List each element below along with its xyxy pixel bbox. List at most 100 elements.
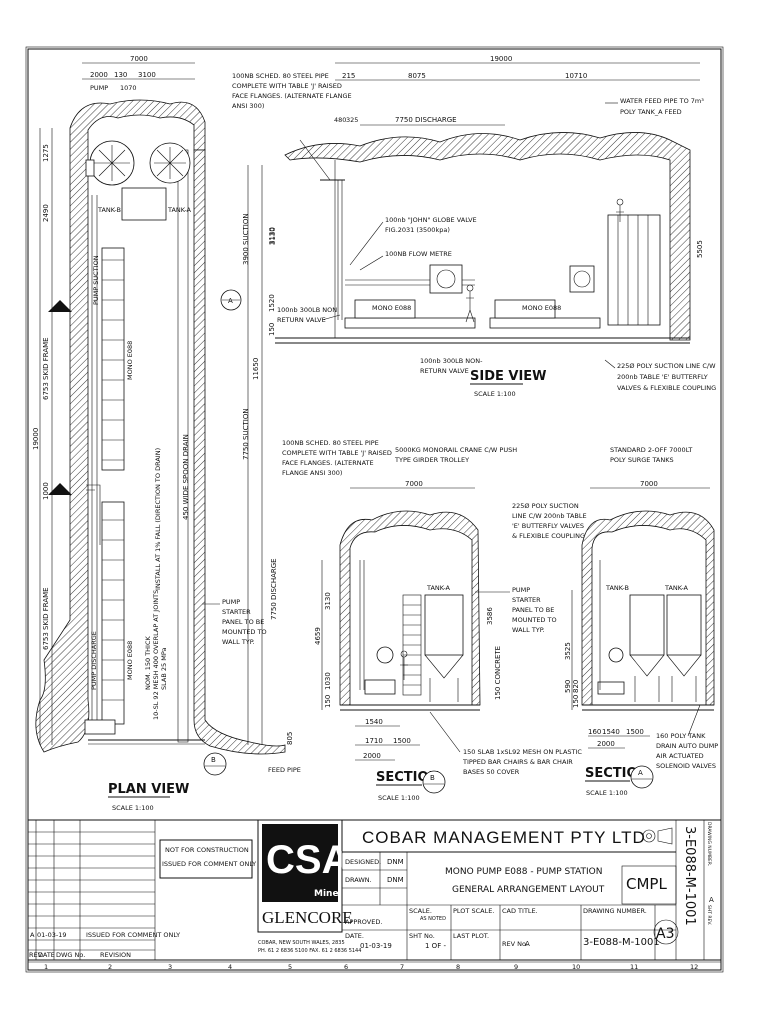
plan-feed-pipe: FEED PIPE	[268, 766, 301, 774]
plan-pump-label: PUMP	[90, 84, 108, 92]
plan-left-dim: 6753 SKID FRAME	[42, 337, 50, 400]
side-pipe-note-4: ANSI 300)	[232, 102, 264, 110]
secb-starter-note-5: WALL TYP.	[512, 626, 545, 634]
plan-right-dim: 11650	[252, 358, 260, 380]
plan-tank-b: TANK-B	[97, 206, 121, 214]
plan-dim-part: 130	[114, 71, 127, 79]
plot-scale-label: PLOT SCALE.	[453, 907, 494, 915]
side-roof	[284, 132, 691, 341]
drawing-number-label: DRAWING NUMBER.	[583, 907, 647, 915]
side-poly-suction-3: VALVES & FLEXIBLE COUPLING	[617, 384, 716, 392]
plan-dim-part: 2000	[90, 71, 108, 79]
secb-slab-note: 150 SLAB 1xSL92 MESH ON PLASTIC	[463, 748, 582, 756]
seca-poly-note-3: AIR ACTUATED	[656, 752, 704, 760]
side-dim-top: 10710	[565, 72, 587, 80]
plan-marker-b[interactable]	[203, 752, 227, 776]
secb-dim-left: 1030	[324, 672, 332, 690]
seca-rock	[581, 510, 715, 706]
plan-marker-a-label: A	[228, 297, 233, 305]
plan-starter-note: PUMP	[222, 598, 240, 606]
plan-right-dim: 3130	[269, 227, 277, 245]
title-block: A 01-03-19 ISSUED FOR COMMENT ONLY REV. …	[27, 819, 722, 971]
plan-starter-note-3: PANEL TO BE	[222, 618, 264, 626]
address-1: COBAR, NEW SOUTH WALES, 2835	[258, 940, 345, 946]
seca-dim-bottom: 2000	[597, 740, 615, 748]
side-nrv-bottom-2: RETURN VALVE	[420, 367, 469, 375]
seca-tanks-note-2: POLY SURGE TANKS	[610, 456, 674, 464]
plan-tank-a: TANK-A	[167, 206, 192, 214]
side-poly-suction-2: 200nb TABLE 'E' BUTTERFLY	[617, 373, 708, 381]
plan-right-dim: 7750 SUCTION	[242, 408, 250, 460]
grid-number: 3	[168, 963, 172, 971]
side-pipe-note-2: COMPLETE WITH TABLE 'J' RAISED	[232, 82, 342, 90]
plan-rock-left	[35, 99, 206, 753]
side-water-feed: WATER FEED PIPE TO 7m³	[620, 97, 704, 105]
plan-slab-note: NOM. 150 THICK	[144, 635, 152, 690]
rev-row-desc: ISSUED FOR COMMENT ONLY	[86, 931, 180, 939]
secb-pipe-note-4: FLANGE ANSI 300)	[282, 469, 342, 477]
vertical-label: DRAWING NUMBER.	[706, 822, 712, 866]
side-view: 19000 215 8075 10710 480 325 7750 DISCHA…	[232, 55, 716, 398]
plan-pump-suction: PUMP SUCTION	[92, 255, 100, 305]
plan-mono-upper: MONO E088	[126, 341, 134, 380]
plan-view: 7000 2000 130 3100 PUMP 1070 TANK-B TANK…	[32, 55, 301, 812]
grid-number: 9	[514, 963, 518, 971]
secb-marker[interactable]	[422, 770, 446, 794]
scale-value: AS NOTED	[420, 916, 446, 922]
side-left-dim: 1520	[268, 294, 276, 312]
plan-view-scale: SCALE 1:100	[112, 804, 154, 812]
rev-label: REV No.	[502, 940, 528, 948]
grid-number: 6	[344, 963, 348, 971]
secb-slab-note-2: TIPPED BAR CHAIRS & BAR CHAIR	[462, 758, 573, 766]
secb-crane-note: 5000KG MONORAIL CRANE C/W PUSH	[395, 446, 517, 454]
plan-right-dim: 7750 DISCHARGE	[270, 558, 278, 620]
side-flow-metre: 100NB FLOW METRE	[385, 250, 452, 258]
side-globe-valve-2: FIG.2031 (3500kpa)	[385, 226, 450, 234]
secb-pipe-note-2: COMPLETE WITH TABLE 'J' RAISED	[282, 449, 392, 457]
plan-skid-upper	[101, 247, 125, 471]
side-pipe-note-3: FACE FLANGES. (ALTERNATE FLANGE	[232, 92, 352, 100]
secb-dim-bottom: 2000	[363, 752, 381, 760]
sht-label: SHT No.	[409, 932, 435, 940]
side-left-dim: 3130	[268, 227, 276, 245]
side-dim-top: 215	[342, 72, 355, 80]
size-value: A3	[656, 926, 674, 942]
date-label: DATE.	[345, 932, 364, 940]
last-plot-label: LAST PLOT.	[453, 932, 489, 940]
size-circle	[653, 919, 679, 945]
seca-dim-bottom: 1540	[602, 728, 620, 736]
side-nrv-bottom: 100nb 300LB NON-	[420, 357, 483, 365]
plan-mono-lower: MONO E088	[126, 641, 134, 680]
side-mono-1: MONO E088	[372, 304, 411, 312]
plan-left-dim: 1275	[42, 144, 50, 162]
plan-left-dim: 6753 SKID FRAME	[42, 587, 50, 650]
side-left-dim: 150	[268, 323, 276, 336]
secb-pipe-note-3: FACE FLANGES. (ALTERNATE	[282, 459, 374, 467]
drawn-value: DNM	[387, 876, 404, 884]
grid-number: 7	[400, 963, 404, 971]
plan-dim-pump: 1070	[120, 84, 137, 92]
plan-starter-note-2: STARTER	[222, 608, 251, 616]
sheet-border-inner	[27, 48, 722, 971]
secb-suction-note-2: LINE C/W 200nb TABLE	[512, 512, 587, 520]
stamp-line2: ISSUED FOR COMMENT ONLY	[162, 860, 256, 868]
plan-slab-note: 10-SL 92 MESH 400 OVERLAP AT JOINTS	[152, 590, 160, 720]
side-view-title: SIDE VIEW	[470, 369, 547, 384]
logo-sub: Mine	[314, 889, 339, 899]
seca-dim-bottom: 1500	[626, 728, 644, 736]
secb-slab-note-3: BASES 50 COVER	[463, 768, 520, 776]
side-right-dim: 5505	[696, 240, 704, 258]
sht-value: 1 OF -	[425, 942, 446, 950]
plan-pump-discharge: PUMP DISCHARGE	[90, 631, 98, 690]
seca-marker[interactable]	[630, 765, 654, 789]
side-globe-valve: 100nb "JOHN" GLOBE VALVE	[385, 216, 477, 224]
designed-value: DNM	[387, 858, 404, 866]
seca-tank-a: TANK-A	[664, 584, 689, 592]
plan-dim-total: 7000	[130, 55, 148, 63]
seca-dim-left: 590	[564, 680, 572, 693]
plan-starter-note-5: WALL TYP.	[222, 638, 255, 646]
grid-number: 8	[456, 963, 460, 971]
cmpl-code: CMPL	[626, 875, 667, 893]
date-value: 01-03-19	[360, 942, 392, 950]
